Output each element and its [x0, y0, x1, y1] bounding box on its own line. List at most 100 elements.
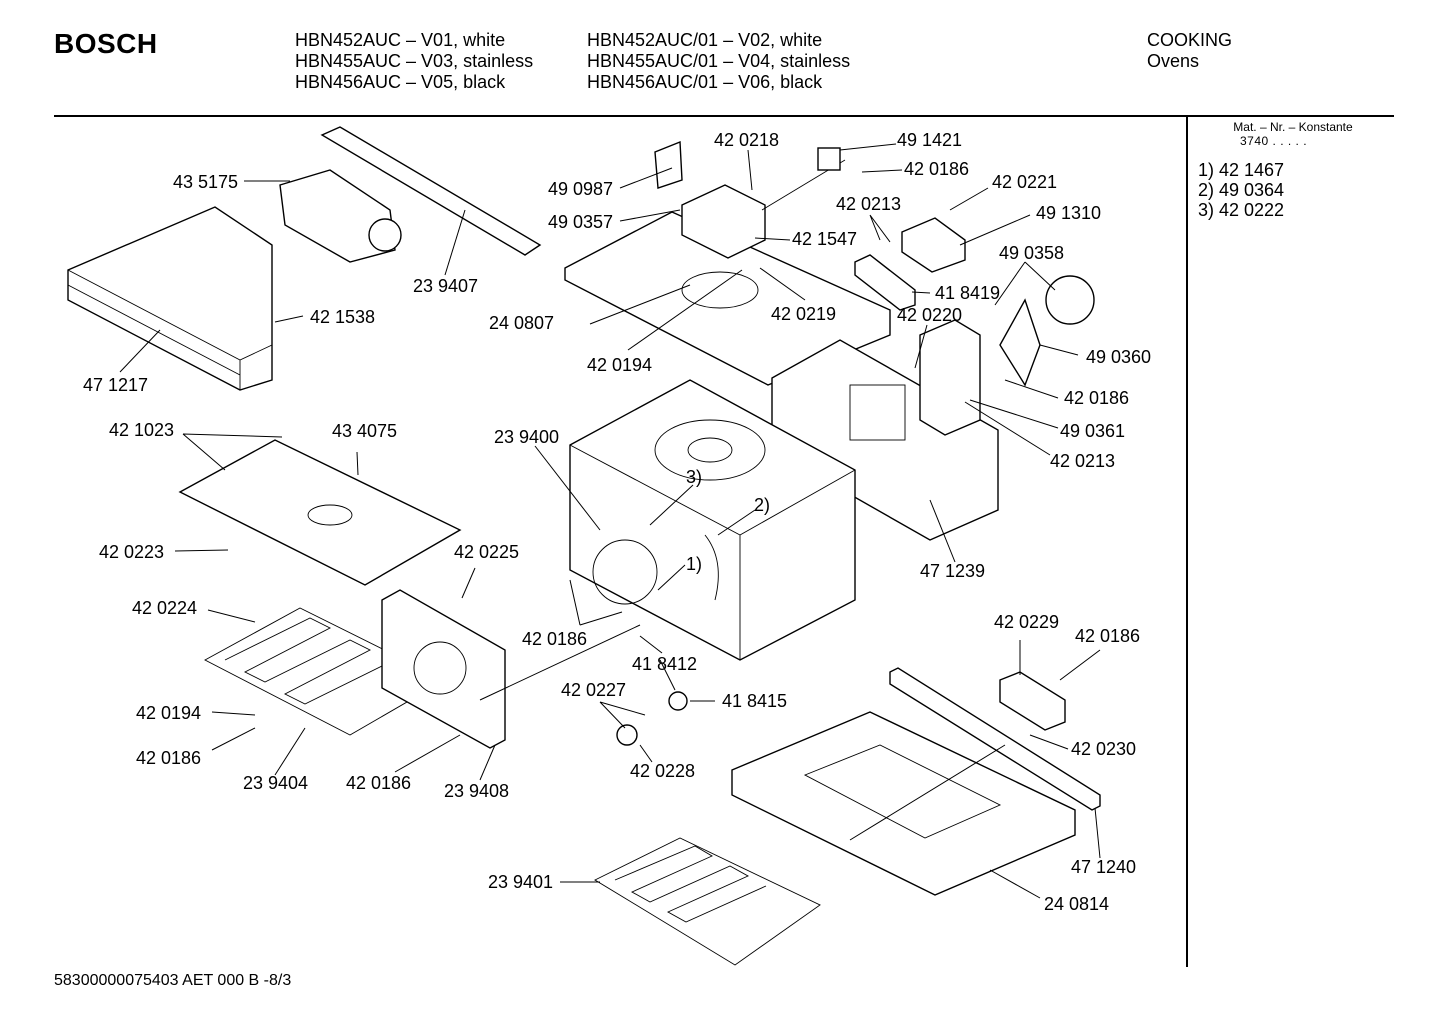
callout: 41 8412 [632, 654, 697, 674]
callout: 24 0807 [489, 313, 554, 333]
callout: 23 9404 [243, 773, 308, 793]
callout: 42 0213 [1050, 451, 1115, 471]
tray-hole [307, 504, 353, 526]
callout: 49 0357 [548, 212, 613, 232]
callout: 49 0358 [999, 243, 1064, 263]
leader-line [627, 269, 743, 351]
plate-hole [681, 271, 759, 309]
category: COOKING [1147, 30, 1233, 50]
callout: 42 1023 [109, 420, 174, 440]
leader-line [1059, 649, 1101, 681]
leader-line [929, 499, 956, 563]
cavity-fan-opening [654, 419, 766, 481]
leader-line [569, 579, 623, 626]
knob-bezel [668, 691, 688, 711]
control-box [681, 184, 766, 259]
callout: 43 4075 [332, 421, 397, 441]
leader-line [274, 727, 306, 776]
bake-element [594, 837, 821, 966]
callout: 24 0814 [1044, 894, 1109, 914]
callout: 42 0219 [771, 304, 836, 324]
leader-line [589, 284, 691, 325]
part-note: 3) 42 0222 [1198, 200, 1285, 220]
callout: 42 0186 [904, 159, 969, 179]
header-rule [54, 115, 1394, 117]
document-number: 58300000075403 AET 000 B -8/3 [54, 972, 292, 989]
model-line: HBN456AUC/01 – V06, black [587, 72, 823, 92]
rail-bracket [999, 671, 1066, 731]
rack-tray [178, 439, 462, 586]
callout: 2) [754, 495, 770, 515]
parts-list: 1) 42 1467 2) 49 0364 3) 42 0222 [1198, 160, 1388, 220]
leader-line [717, 509, 756, 536]
category-block: COOKING Ovens [1147, 30, 1232, 72]
leader-line [274, 315, 304, 323]
cavity-top-edge [569, 444, 856, 660]
leader-line [619, 167, 673, 189]
leader-line [182, 433, 283, 471]
callout: 42 0227 [561, 680, 626, 700]
callout: 23 9408 [444, 781, 509, 801]
mat-header: Mat. – Nr. – Konstante [1233, 120, 1353, 134]
callout: 49 0987 [548, 179, 613, 199]
callout: 42 0194 [136, 703, 201, 723]
leader-line [119, 329, 161, 373]
callout: 3) [686, 467, 702, 487]
callout: 42 0186 [346, 773, 411, 793]
model-line: HBN455AUC/01 – V04, stainless [587, 51, 851, 71]
fan-motor [1045, 275, 1095, 325]
callout: 41 8415 [722, 691, 787, 711]
model-list-b: HBN452AUC/01 – V02, white HBN455AUC/01 –… [587, 30, 850, 93]
leader-line [1094, 807, 1101, 859]
callout: 42 0186 [136, 748, 201, 768]
leader-line [479, 744, 496, 781]
leader-line [639, 635, 663, 654]
part-note: 1) 42 1467 [1198, 160, 1285, 180]
leader-line [914, 324, 928, 369]
back-panel-window [849, 384, 906, 441]
callout: 23 9407 [413, 276, 478, 296]
cavity-fan-hub [687, 437, 733, 463]
leader-line [599, 701, 646, 729]
heat-shield-edge [67, 269, 273, 390]
callout: 42 0186 [522, 629, 587, 649]
callout: 42 0194 [587, 355, 652, 375]
transformer [654, 140, 683, 189]
callout: 42 0213 [836, 194, 901, 214]
side-panel: Mat. – Nr. – Konstante 3740 . . . . . 1)… [1198, 120, 1388, 220]
leader-line [211, 711, 256, 716]
broil-element-loops [224, 617, 391, 705]
door-seal-ring [592, 539, 658, 605]
callout: 42 1538 [310, 307, 375, 327]
leader-line [1039, 344, 1079, 356]
leader-line [861, 169, 903, 173]
model-list-a: HBN452AUC – V01, white HBN455AUC – V03, … [295, 30, 533, 93]
callout: 42 0186 [1075, 626, 1140, 646]
leader-line [479, 624, 1006, 841]
side-rail [889, 667, 1101, 811]
leader-line [989, 869, 1041, 899]
callout: 47 1217 [83, 375, 148, 395]
leader-line [534, 445, 601, 531]
leader-line [394, 734, 461, 773]
leader-line [994, 261, 1056, 306]
callout: 42 0230 [1071, 739, 1136, 759]
model-line: HBN455AUC – V03, stainless [295, 51, 534, 71]
leader-line [174, 549, 229, 552]
bottom-tray [731, 711, 1076, 896]
callout: 49 0361 [1060, 421, 1125, 441]
callout: 47 1239 [920, 561, 985, 581]
part-shapes [67, 126, 1101, 966]
leader-line [964, 401, 1051, 456]
leader-line [959, 214, 1031, 246]
callout: 41 8419 [935, 283, 1000, 303]
leader-line [969, 399, 1059, 429]
leader-line [461, 567, 476, 599]
callout: 23 9400 [494, 427, 559, 447]
leader-line [207, 609, 256, 623]
callout: 42 0225 [454, 542, 519, 562]
frame-bar [320, 126, 542, 256]
callout: 42 0221 [992, 172, 1057, 192]
model-line: HBN452AUC – V01, white [295, 30, 506, 50]
rear-element-panel [381, 589, 506, 749]
